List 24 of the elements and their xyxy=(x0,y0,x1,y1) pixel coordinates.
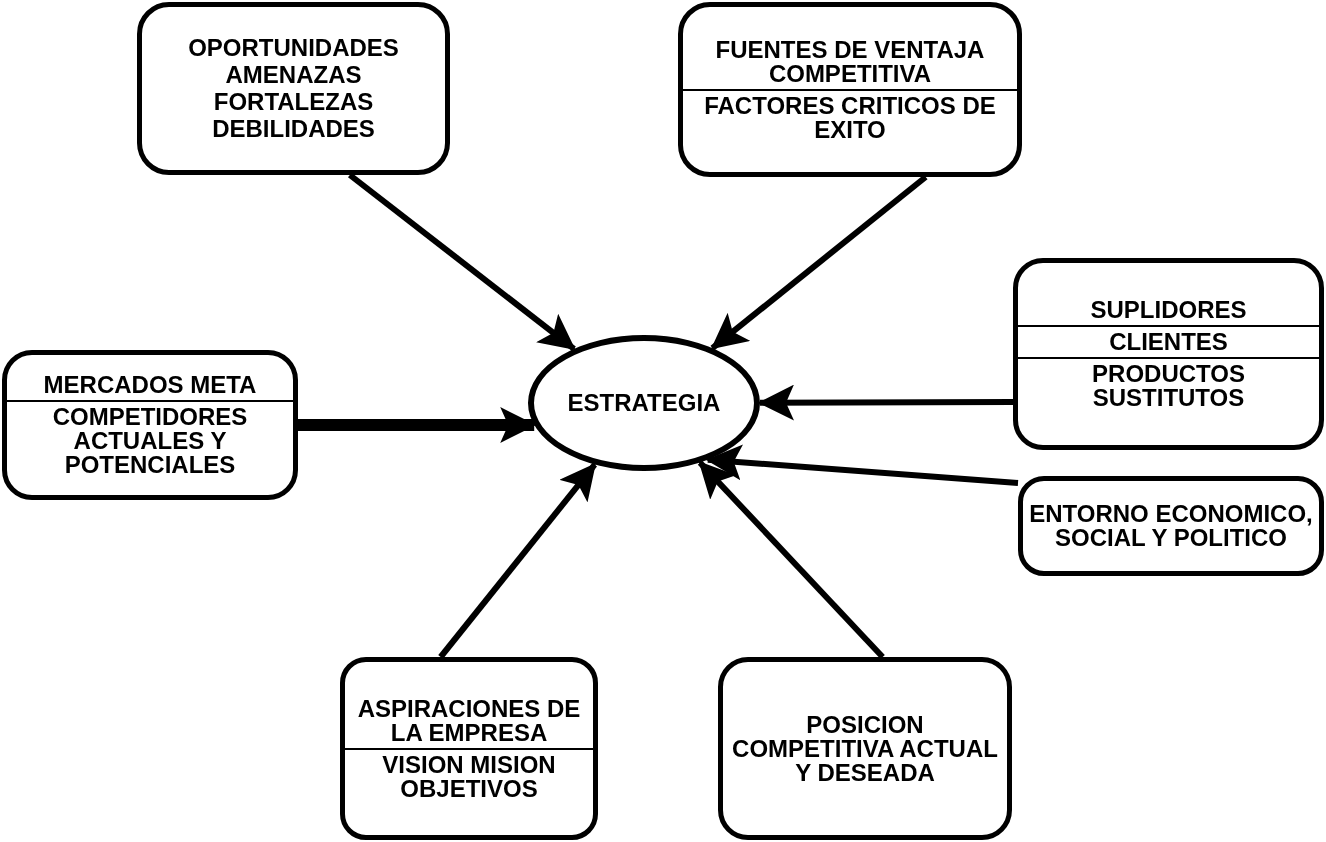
box-text: OPORTUNIDADES xyxy=(187,33,400,63)
box-text: FORTALEZAS xyxy=(212,90,375,117)
rounded-box xyxy=(1013,258,1324,450)
box-text: ESTRATEGIA xyxy=(566,388,722,418)
box-text: DEBILIDADES xyxy=(211,117,376,144)
rounded-box xyxy=(2,350,298,500)
rounded-box xyxy=(1018,476,1324,576)
box-text: ASPIRACIONES DE LA EMPRESA xyxy=(356,693,582,748)
box-text: MERCADOS META xyxy=(42,370,258,400)
rounded-box xyxy=(340,657,598,840)
arrow xyxy=(758,384,1013,421)
box-text: FACTORES CRITICOS DE EXITO xyxy=(683,88,1017,145)
rounded-box xyxy=(718,657,1012,840)
box-text: COMPETIDORES ACTUALES Y POTENCIALES xyxy=(7,400,293,480)
box-text: PRODUCTOS SUSTITUTOS xyxy=(1018,357,1319,413)
box-text: CLIENTES xyxy=(1018,325,1319,357)
box-text: AMENAZAS xyxy=(224,63,363,90)
box-text: POSICION COMPETITIVA ACTUAL Y DESEADA xyxy=(731,709,999,788)
box-text: SUPLIDORES xyxy=(1089,295,1248,325)
box-text: ENTORNO ECONOMICO, SOCIAL Y POLITICO xyxy=(1028,499,1314,553)
rounded-box xyxy=(678,2,1022,177)
box-text: FUENTES DE VENTAJA COMPETITIVA xyxy=(714,34,986,89)
box-text: VISION MISION OBJETIVOS xyxy=(345,747,593,804)
rounded-box xyxy=(137,2,450,175)
